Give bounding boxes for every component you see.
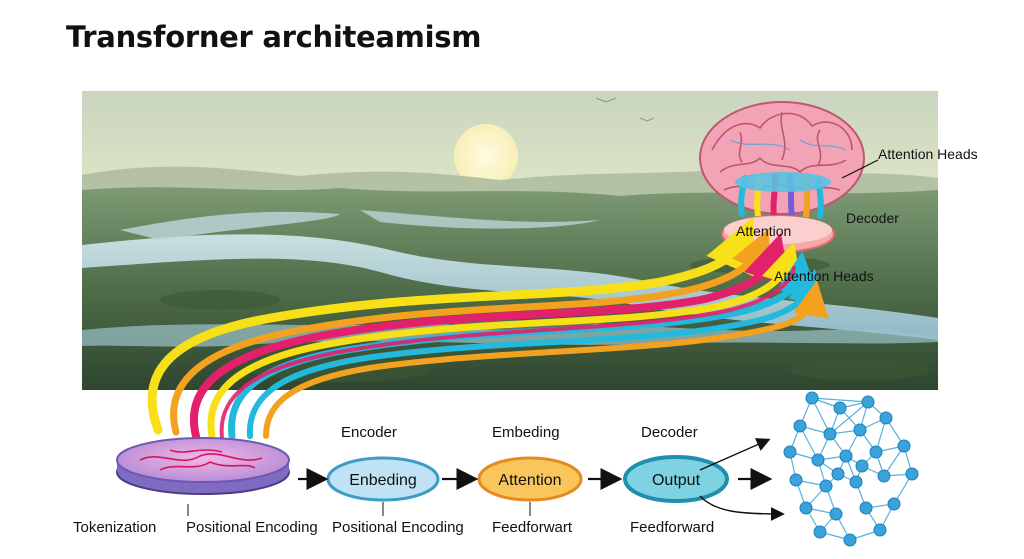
- output-node: [623, 455, 729, 503]
- flow-arrows: [187, 438, 785, 521]
- network-edge: [829, 401, 869, 435]
- network-node: [869, 445, 883, 459]
- attention-pill-label: Attention: [736, 223, 791, 239]
- network-node: [833, 401, 847, 415]
- embeding-node-label: Enbeding: [349, 472, 417, 489]
- network-node: [843, 533, 857, 547]
- attention-heads-top-label: Attention Heads: [878, 146, 978, 162]
- output-node-label: Output: [652, 472, 701, 489]
- diagram-title: Transforner architeamism: [66, 20, 482, 54]
- arrow-output-down: [699, 495, 785, 521]
- attention-streams: [147, 217, 829, 440]
- network-node: [905, 467, 919, 481]
- network-node: [877, 469, 891, 483]
- network-node: [861, 395, 875, 409]
- neural-network-icon: [783, 391, 919, 547]
- stream-yellow-2: [207, 241, 803, 440]
- network-node: [887, 497, 901, 511]
- network-node: [789, 473, 803, 487]
- network-node: [799, 501, 813, 515]
- attention-node: [477, 456, 583, 502]
- network-node: [859, 501, 873, 515]
- network-node: [819, 479, 833, 493]
- network-node: [879, 411, 893, 425]
- attention-node-label: Attention: [498, 472, 561, 489]
- tokenization-label: Tokenization: [73, 519, 156, 536]
- network-node: [897, 439, 911, 453]
- decoder-bottom-label: Decoder: [641, 424, 698, 441]
- stream-yellow-1: [147, 217, 756, 435]
- stream-orange-1: [170, 228, 771, 436]
- network-node: [811, 453, 825, 467]
- stream-magenta-1: [189, 233, 791, 440]
- positional-encoding-1-label: Positional Encoding: [186, 519, 318, 536]
- labels: Attention Heads Decoder Attention Attent…: [73, 146, 978, 536]
- network-node: [831, 467, 845, 481]
- stream-magenta-2: [219, 266, 796, 440]
- network-node: [855, 459, 869, 473]
- network-node: [813, 525, 827, 539]
- feedforward-label: Feedforward: [630, 519, 714, 536]
- positional-encoding-2-label: Positional Encoding: [332, 519, 464, 536]
- sun-shape: [454, 124, 518, 188]
- network-node: [823, 427, 837, 441]
- attention-heads-mid-label: Attention Heads: [774, 268, 874, 284]
- decoder-top-label: Decoder: [846, 210, 899, 226]
- stream-cyan-2: [246, 268, 823, 439]
- network-node: [829, 507, 843, 521]
- stream-orange-2: [263, 280, 829, 439]
- network-node: [839, 449, 853, 463]
- network-node: [853, 423, 867, 437]
- network-node: [849, 475, 863, 489]
- network-edge: [811, 397, 869, 403]
- brain-base-ring: [735, 172, 831, 192]
- network-node: [805, 391, 819, 405]
- arrow-output-up: [699, 438, 771, 471]
- attention-heads-top-leader: [841, 159, 879, 179]
- network-edge: [811, 397, 831, 435]
- network-node: [873, 523, 887, 537]
- brain-icon: [699, 101, 865, 215]
- embeding-top-label: Embeding: [492, 424, 560, 441]
- network-node: [793, 419, 807, 433]
- feedforwart-label: Feedforwart: [492, 519, 573, 536]
- network-node: [783, 445, 797, 459]
- encoder-label: Encoder: [341, 424, 397, 441]
- tokenization-disk: [116, 437, 290, 495]
